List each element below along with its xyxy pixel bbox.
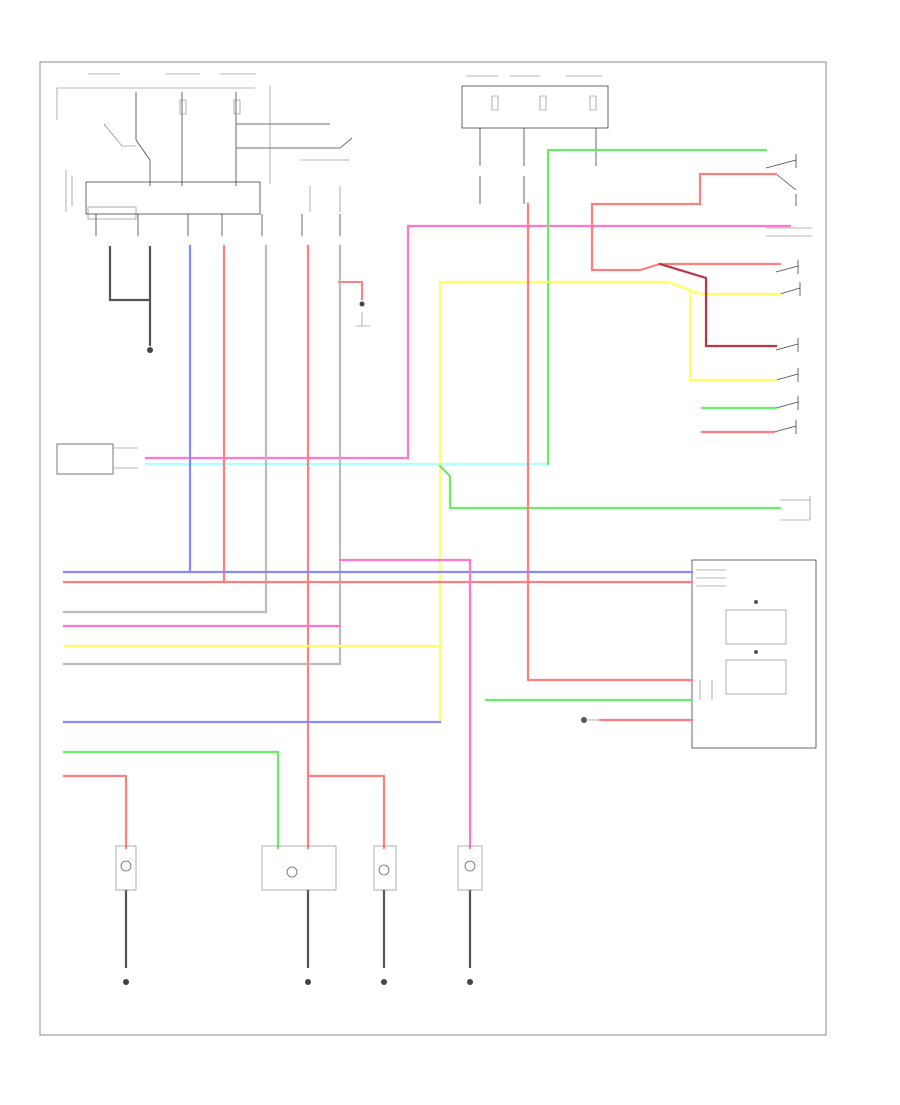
wire-gray-1 <box>62 244 268 614</box>
right-side-switches <box>765 154 812 521</box>
wire-red-upper <box>590 172 778 206</box>
wire-red-relay <box>590 202 782 272</box>
ground-wire-left <box>108 246 152 346</box>
wire-red-lamp-3 <box>306 774 386 850</box>
wire-gray-2 <box>62 244 342 666</box>
wire-dark-red <box>658 262 778 348</box>
wire-pink-lamp <box>338 558 472 850</box>
pink-ground-circuit <box>338 281 363 300</box>
control-module-box <box>56 443 114 475</box>
diagram-frame <box>39 61 827 1036</box>
top-right-fuse-block <box>461 75 609 204</box>
instrument-cluster-box <box>581 559 817 749</box>
bottom-loads <box>115 845 483 985</box>
wire-green-left-bottom <box>62 750 280 850</box>
wire-green-mid <box>438 464 782 510</box>
ground-symbol-mid <box>359 301 365 307</box>
wire-pink-top <box>144 224 792 460</box>
wire-red-bottom-left <box>62 774 128 850</box>
wire-green-top <box>546 148 768 466</box>
wire-yellow-main <box>438 280 782 722</box>
wire-red-main <box>526 202 694 682</box>
ground-symbol-left <box>147 347 153 353</box>
top-left-fuse-block <box>56 73 353 236</box>
wire-yellow-lower <box>666 280 778 382</box>
